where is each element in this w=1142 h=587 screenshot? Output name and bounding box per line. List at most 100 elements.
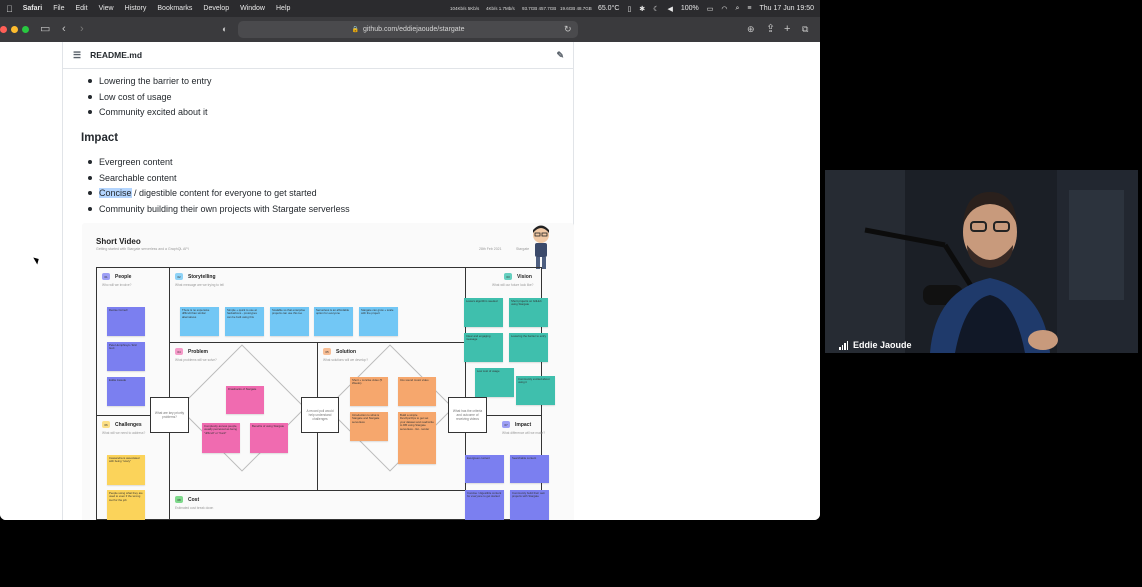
board-date: 28th Feb 2021	[479, 247, 502, 251]
sticky-note: Drawbacks of Stargate	[226, 386, 264, 414]
sticky-note: Scalable so that enterprise projects can…	[270, 307, 309, 336]
bridge-box: A record poll would help understand chal…	[301, 397, 339, 433]
wifi-icon[interactable]: ◠	[721, 5, 728, 13]
sticky-note: Searchable content	[510, 455, 549, 483]
moon-icon[interactable]: ☾	[653, 5, 660, 13]
readme-header: ☰ README.md ✎	[63, 42, 573, 69]
back-icon[interactable]: ‹	[62, 23, 66, 35]
address-bar[interactable]: 🔒 github.com/eddiejaoude/stargate	[238, 21, 578, 38]
presenter-video-image	[825, 170, 1138, 353]
sticky-note: Build a simple DevOps/Ops to get set you…	[398, 412, 436, 464]
list-item: Community building their own projects wi…	[88, 203, 350, 219]
minimize-window-button[interactable]	[11, 26, 18, 33]
board-divider	[169, 490, 465, 491]
section-sub: What message are we trying to tell	[175, 283, 224, 287]
sticky-note: Stargate can grow + scale with the proje…	[359, 307, 398, 336]
webcam-feed: Eddie Jaoude	[825, 170, 1138, 353]
list-item: Searchable content	[88, 172, 350, 188]
shield-icon[interactable]: ◐	[222, 24, 228, 34]
section-sub: What problems will we solve?	[175, 358, 217, 362]
sticky-note: Lowering the barrier to entry	[509, 333, 548, 362]
search-icon[interactable]: ⌕	[735, 4, 740, 12]
readme-panel: ☰ README.md ✎ Lowering the barrier to en…	[62, 42, 574, 520]
list-item: Low cost of usage	[88, 91, 212, 107]
section-sub: What solutions will we develop?	[323, 358, 369, 362]
readme-filename: README.md	[90, 50, 143, 60]
reload-icon[interactable]: ↻	[564, 24, 572, 34]
url-text: github.com/eddiejaoude/stargate	[362, 26, 465, 33]
board-subtitle: Getting started with Stargate serverless…	[96, 247, 189, 251]
pencil-icon[interactable]: ✎	[556, 50, 564, 60]
sticky-note: Evergreen content	[465, 455, 504, 483]
phone-icon[interactable]: ▯	[627, 5, 632, 13]
mouse-cursor	[33, 255, 41, 265]
board-divider	[169, 267, 170, 520]
menu-bookmarks[interactable]: Bookmarks	[150, 5, 192, 12]
cartoon-avatar-image	[533, 225, 549, 269]
sticky-note: People using what they are used to even …	[107, 490, 145, 520]
screen-share:  Safari File Edit View History Bookmark…	[0, 0, 820, 520]
sticky-note: Serverless is an affordable option for e…	[314, 307, 353, 336]
sticky-note: Complexity access people, usually percei…	[202, 423, 240, 453]
menu-window[interactable]: Window	[233, 5, 265, 12]
network-stat-2: 4Kb/s 1.7Mb/s	[485, 6, 515, 11]
battery-icon[interactable]: ▭	[706, 5, 714, 13]
list-item: Lowering the barrier to entry	[88, 75, 212, 91]
apple-icon[interactable]: 	[6, 4, 13, 14]
highlighted-word[interactable]: Concise	[99, 188, 132, 198]
bridge-box: What are key priority problems?	[150, 397, 189, 433]
browser-toolbar: ▭ ‹ › ◐ 🔒 github.com/eddiejaoude/stargat…	[0, 17, 820, 42]
sticky-note: Short + concise video (5 Weeks)	[350, 377, 388, 406]
menu-develop[interactable]: Develop	[196, 5, 229, 12]
bridge-box: What has the criteria and outcome of rec…	[448, 397, 487, 433]
forward-icon[interactable]: ›	[80, 23, 84, 35]
board-version: Stargate	[516, 247, 530, 251]
menu-file[interactable]: File	[46, 5, 64, 12]
top-bullet-list: Lowering the barrier to entry Low cost o…	[88, 75, 212, 122]
sticky-note: Cassandra is associated with being "scar…	[107, 455, 145, 485]
participant-name: Eddie Jaoude	[853, 340, 912, 350]
menu-help[interactable]: Help	[269, 5, 290, 12]
sticky-note: Community build their own projects with …	[510, 490, 549, 520]
sticky-note: Clear and engaging message	[464, 333, 503, 362]
list-item: Concise / digestible content for everyon…	[88, 187, 350, 203]
github-page: ☰ README.md ✎ Lowering the barrier to en…	[0, 42, 820, 520]
temperature-readout: 65.0°C	[597, 5, 620, 12]
board-divider	[96, 415, 169, 416]
list-item: Community excited about it	[88, 106, 212, 122]
clock[interactable]: Thu 17 Jun 19:50	[759, 5, 815, 12]
tabs-overview-icon[interactable]: ⧉	[802, 24, 809, 34]
menu-edit[interactable]: Edit	[68, 5, 88, 12]
sticky-note: Eddie Jaoude	[107, 377, 145, 406]
menu-app-name[interactable]: Safari	[16, 5, 42, 12]
board-divider	[169, 342, 465, 343]
battery-readout: 100%	[680, 5, 699, 12]
volume-icon[interactable]: ◀	[667, 5, 673, 13]
section-sub: What will our future look like?	[492, 283, 534, 287]
share-icon[interactable]: ⇪	[766, 23, 776, 35]
sidebar-icon[interactable]: ▭	[40, 23, 51, 35]
network-stat: 104Kb/s 5Kb/s	[449, 6, 480, 11]
sticky-note: Short projects on GitHub using Stargate	[509, 298, 548, 327]
canvas-board-image: Short Video Getting started with Stargat…	[82, 223, 574, 520]
sticky-note: Community excited about using it	[516, 376, 555, 405]
sticky-note: Introduction to what is Stargate and Sta…	[350, 412, 388, 441]
board-title: Short Video	[96, 237, 141, 246]
zoom-window-button[interactable]	[22, 26, 29, 33]
menu-history[interactable]: History	[117, 5, 147, 12]
control-center-icon[interactable]: ≡	[747, 5, 752, 12]
signal-strength-icon	[839, 341, 849, 350]
sticky-note: Simple + quick to use at hackathons - pr…	[225, 307, 264, 336]
sticky-note: Lowers algorithm needed	[464, 298, 503, 327]
menu-view[interactable]: View	[91, 5, 114, 12]
sticky-note: Low cost of usage	[475, 368, 514, 397]
download-icon[interactable]: ⊕	[747, 24, 755, 34]
list-icon[interactable]: ☰	[73, 49, 82, 60]
new-tab-icon[interactable]: +	[784, 23, 791, 35]
bluetooth-icon[interactable]: ✱	[639, 5, 646, 13]
close-window-button[interactable]	[0, 26, 7, 33]
